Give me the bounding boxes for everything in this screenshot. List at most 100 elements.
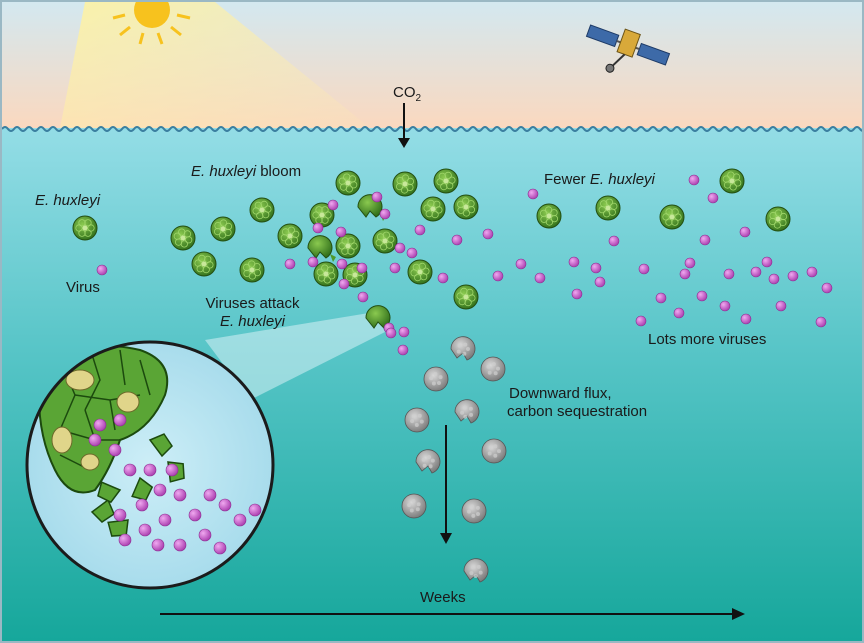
sinking-particle (401, 493, 427, 519)
virus-particle (312, 222, 324, 234)
sun-icon (112, 0, 191, 45)
virus-particle (594, 276, 606, 288)
magnified-view (38, 344, 269, 555)
co2-text: CO (393, 84, 416, 101)
ehuxleyi-cell (536, 203, 562, 229)
magnified-virus (151, 538, 165, 552)
ehuxleyi-cell (239, 257, 265, 283)
flux-label: Downward flux, carbon sequestration (507, 385, 647, 421)
broken-cell (307, 235, 336, 262)
magnified-virus (113, 508, 127, 522)
virus-particle (534, 272, 546, 284)
virus-particle (787, 270, 799, 282)
virus-particle (719, 300, 731, 312)
ehuxleyi-cell (277, 223, 303, 249)
virus-particle (527, 188, 539, 200)
fewer-species-text: E. huxleyi (589, 171, 655, 188)
ehuxleyi-cell (335, 170, 361, 196)
virus-particle (688, 174, 700, 186)
virus-particle (590, 262, 602, 274)
virus-particle (655, 292, 667, 304)
ehuxleyi-cell (719, 168, 745, 194)
virus-particle (723, 268, 735, 280)
bloom-species-text: E. huxleyi (191, 163, 257, 180)
virus-particle (750, 266, 762, 278)
virus-particle (284, 258, 296, 270)
virus-particle (608, 235, 620, 247)
flux-arrow-icon (440, 425, 452, 544)
ehuxleyi-cell (249, 197, 275, 223)
virus-particle (679, 268, 691, 280)
virus-legend-label: Virus (66, 279, 100, 296)
magnified-virus (158, 513, 172, 527)
virus-particle (515, 258, 527, 270)
sinking-particle (461, 498, 487, 524)
magnified-virus (143, 463, 157, 477)
sinking-particle (415, 449, 441, 474)
ehuxleyi-cell (453, 284, 479, 310)
virus-particle (696, 290, 708, 302)
ehuxleyi-cell (765, 206, 791, 232)
ehuxleyi-cell (453, 194, 479, 220)
attack-line2: E. huxleyi (180, 313, 325, 331)
virus-particle (385, 327, 397, 339)
virus-particle (398, 326, 410, 338)
ehuxleyi-cell (433, 168, 459, 194)
sun-beam (60, 2, 370, 128)
magnified-virus (108, 443, 122, 457)
magnified-virus (188, 508, 202, 522)
virus-particle (699, 234, 711, 246)
virus-particle (307, 256, 319, 268)
ehuxleyi-text: E. huxleyi (35, 192, 101, 209)
virus-particle (335, 226, 347, 238)
co2-label: CO2 (393, 84, 421, 108)
co2-arrow-icon (398, 103, 410, 148)
virus-particle (451, 234, 463, 246)
ehuxleyi-cell (595, 195, 621, 221)
virus-particle (96, 264, 108, 276)
magnified-virus (153, 483, 167, 497)
virus-particle (815, 316, 827, 328)
broken-cells-layer (307, 194, 394, 332)
virus-particle (356, 262, 368, 274)
virus-particle (492, 270, 504, 282)
virus-particle (707, 192, 719, 204)
ehuxleyi-legend-label: E. huxleyi (35, 192, 100, 210)
flux-line1: Downward flux, (509, 385, 612, 402)
ehuxleyi-cell (335, 233, 361, 259)
magnified-virus (113, 413, 127, 427)
magnified-virus (218, 498, 232, 512)
virus-particle (414, 224, 426, 236)
particles-layer (401, 336, 507, 583)
fewer-word-text: Fewer (544, 171, 586, 188)
sinking-particle (454, 399, 480, 424)
virus-particle (437, 272, 449, 284)
sea-surface (1, 126, 864, 132)
virus-particle (768, 273, 780, 285)
attack-species-text: E. huxleyi (219, 313, 286, 330)
virus-particle (739, 226, 751, 238)
virus-particle (406, 247, 418, 259)
viruses-layer (96, 174, 833, 356)
virus-particle (673, 307, 685, 319)
magnified-virus (138, 523, 152, 537)
bloom-word-text: bloom (260, 163, 302, 180)
ehuxleyi-cell (313, 261, 339, 287)
magnified-virus (248, 503, 262, 517)
ehuxleyi-cell (407, 259, 433, 285)
magnified-virus (165, 463, 179, 477)
magnified-virus (93, 418, 107, 432)
sinking-particle (404, 407, 430, 433)
virus-particle (389, 262, 401, 274)
co2-subscript: 2 (415, 93, 422, 104)
attack-label: Viruses attack E. huxleyi (180, 295, 325, 331)
ehuxleyi-cell (191, 251, 217, 277)
magnified-virus (123, 463, 137, 477)
flux-line2: carbon sequestration (507, 403, 648, 420)
virus-particle (371, 191, 383, 203)
virus-particle (571, 288, 583, 300)
sinking-particle (450, 336, 476, 361)
virus-particle (379, 208, 391, 220)
